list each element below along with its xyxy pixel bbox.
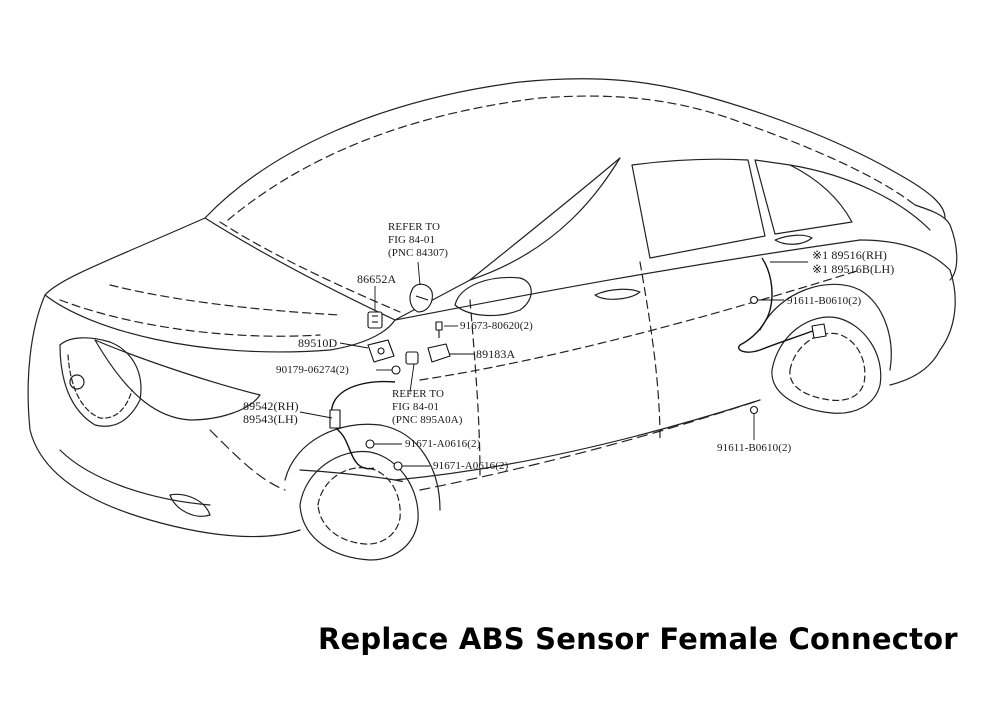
- caption-title: Replace ABS Sensor Female Connector: [318, 622, 958, 656]
- door-character: [419, 269, 861, 381]
- bracket-89183A: [427, 343, 451, 363]
- connector-part: [405, 351, 419, 365]
- roof-inner-line: [227, 95, 916, 221]
- callout-91611-a: 91611-B0610(2): [787, 295, 862, 307]
- door-line-1: [639, 261, 661, 441]
- rear-rim: [789, 332, 866, 402]
- rear-tire: [771, 316, 882, 414]
- nut-90179: [391, 365, 401, 375]
- leader-refer-top: [417, 261, 421, 286]
- headlight: [94, 339, 261, 421]
- rear-abs-harness: [738, 257, 816, 353]
- leader-89510D: [339, 342, 369, 349]
- rear-quarter: [859, 239, 956, 351]
- callout-86652A: 86652A: [357, 272, 397, 286]
- callout-89516: ※1 89516(RH): [812, 248, 887, 262]
- underbody-line-2: [209, 429, 286, 491]
- body-sill: [394, 399, 761, 481]
- front-bumper: [27, 294, 301, 538]
- rear-door-handle: [774, 234, 813, 245]
- front-window: [631, 158, 766, 259]
- front-abs-sensor-head: [329, 409, 341, 429]
- callout-89510D: 89510D: [298, 336, 338, 350]
- callout-91611-b: 91611-B0610(2): [717, 442, 792, 454]
- rear-wheel-arch: [759, 283, 892, 371]
- beltline: [394, 239, 861, 321]
- rear-abs-sensor-head: [811, 323, 827, 339]
- windshield-inner: [219, 221, 401, 313]
- callout-91671-a: 91671-A0616(2): [405, 438, 481, 450]
- c-pillar: [789, 164, 931, 231]
- roof-outline: [204, 78, 946, 219]
- callout-refer-mid-2: FIG 84-01: [392, 401, 440, 413]
- fog-lamp: [169, 493, 211, 517]
- clip-91611-a: [749, 295, 759, 305]
- rear-bumper: [889, 349, 941, 386]
- bolt-91673: [435, 321, 443, 331]
- callout-89183A: 89183A: [476, 347, 516, 361]
- emblem: [69, 374, 85, 390]
- callout-89516B: ※1 89516B(LH): [812, 262, 895, 276]
- callout-89543: 89543(LH): [243, 412, 298, 426]
- a-pillar: [469, 157, 621, 281]
- grille-inner: [67, 354, 133, 419]
- leader-refer-mid: [409, 363, 415, 393]
- hood-crease-2: [109, 284, 341, 316]
- grille: [59, 337, 142, 427]
- hood-crease: [59, 299, 321, 337]
- front-wheel-arch: [284, 423, 441, 511]
- side-mirror: [454, 276, 532, 317]
- callout-90179: 90179-06274(2): [276, 364, 349, 376]
- trunk: [914, 204, 958, 281]
- callout-89542: 89542(RH): [243, 399, 299, 413]
- callout-refer-top-3: (PNC 84307): [388, 247, 449, 259]
- clip-91671-b: [393, 461, 403, 471]
- door-line-2: [469, 299, 481, 476]
- lower-intake: [59, 449, 211, 506]
- hood-front: [44, 217, 206, 296]
- leader-89542: [299, 411, 333, 419]
- bracket-89510D: [367, 339, 395, 363]
- body-side-lower: [299, 469, 403, 482]
- hood-edge: [44, 294, 396, 353]
- underbody-line: [419, 399, 761, 491]
- front-rim: [317, 467, 401, 545]
- callout-91671-b: 91671-A0616(2): [433, 460, 509, 472]
- callout-91673: 91673-80620(2): [460, 320, 533, 332]
- horn-part: [367, 311, 383, 329]
- callout-refer-mid-1: REFER TO: [392, 388, 445, 400]
- clip-91671-a: [365, 439, 375, 449]
- callout-refer-top-2: FIG 84-01: [388, 234, 436, 246]
- front-door-handle: [594, 288, 641, 300]
- front-tire: [299, 450, 419, 561]
- front-abs-harness: [330, 380, 396, 470]
- callout-refer-top-1: REFER TO: [388, 221, 441, 233]
- callout-refer-mid-3: (PNC 895A0A): [392, 414, 463, 426]
- rear-window: [754, 159, 853, 235]
- clip-91611-b: [749, 405, 759, 415]
